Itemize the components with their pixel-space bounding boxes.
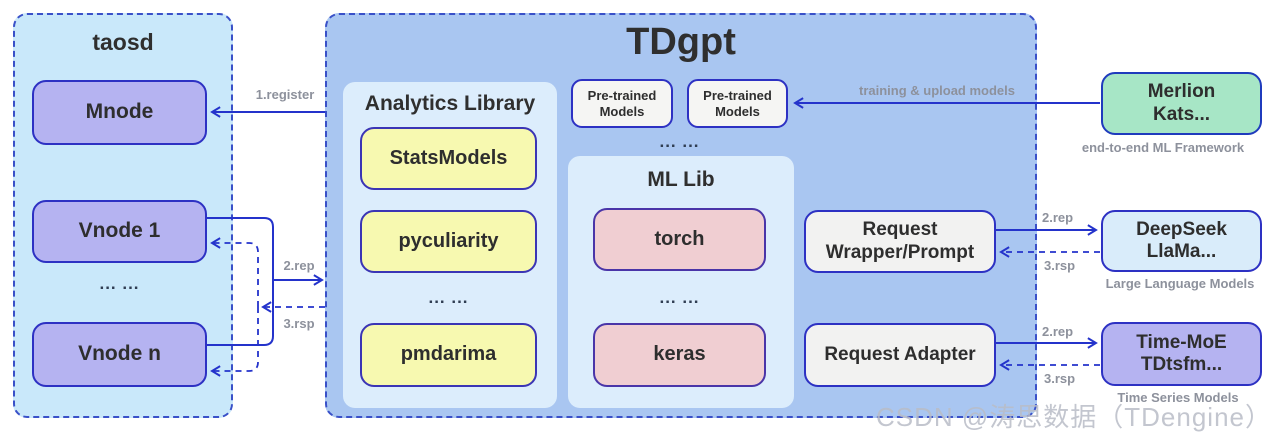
pretrained-1-line2: Models (599, 103, 645, 119)
ml-lib-title: ML Lib (647, 168, 715, 191)
rep-llm-label: 2.rep (1042, 210, 1074, 225)
merlion-kats-node: Merlion Kats... (1101, 72, 1262, 135)
statsmodels-label: StatsModels (389, 146, 508, 169)
pyculiarity-label: pyculiarity (398, 229, 499, 252)
pretrained-2-line2: Models (715, 103, 760, 119)
pyculiarity-node: pyculiarity (360, 210, 537, 273)
ts-models-caption: Time Series Models (1117, 390, 1239, 405)
request-adapter-node: Request Adapter (804, 323, 996, 387)
vnode-n-label: Vnode n (78, 342, 161, 366)
rep-left-label: 2.rep (283, 258, 315, 273)
mllib-ellipsis: ... ... (659, 288, 700, 307)
pmdarima-label: pmdarima (400, 343, 497, 366)
request-wrapper-line1: Request (862, 219, 938, 241)
rsp-llm-label: 3.rsp (1044, 258, 1076, 273)
statsmodels-node: StatsModels (360, 127, 537, 190)
vnode-1-label: Vnode 1 (78, 219, 161, 243)
llm-caption: Large Language Models (1105, 276, 1255, 291)
taosd-ellipsis: ... ... (99, 274, 140, 293)
register-label: 1.register (255, 87, 315, 102)
mnode-label: Mnode (85, 100, 154, 124)
request-wrapper-node: Request Wrapper/Prompt (804, 210, 996, 273)
deepseek-line1: DeepSeek (1136, 218, 1227, 240)
pretrained-2-line1: Pre-trained (703, 88, 772, 104)
taosd-title: taosd (92, 29, 154, 55)
keras-label: keras (653, 343, 706, 366)
merlion-line2: Kats... (1152, 103, 1211, 125)
pretrained-ellipsis: ... ... (659, 132, 700, 151)
timemoe-line1: Time-MoE (1136, 331, 1227, 353)
pmdarima-node: pmdarima (360, 323, 537, 387)
request-wrapper-line2: Wrapper/Prompt (825, 241, 975, 263)
pretrained-models-box-2: Pre-trained Models (687, 79, 788, 128)
rep-ts-label: 2.rep (1042, 324, 1074, 339)
pretrained-1-line1: Pre-trained (587, 88, 657, 104)
deepseek-llama-node: DeepSeek LlaMa... (1101, 210, 1262, 272)
pretrained-models-box-1: Pre-trained Models (571, 79, 673, 128)
analytics-library-title: Analytics Library (364, 92, 536, 115)
torch-label: torch (654, 227, 705, 250)
rsp-ts-label: 3.rsp (1044, 371, 1076, 386)
csdn-watermark: CSDN @涛思数据（TDengine） (875, 402, 1272, 432)
vnode-1-node: Vnode 1 (32, 200, 207, 263)
ml-framework-caption: end-to-end ML Framework (1081, 140, 1245, 155)
tdgpt-title: TDgpt (626, 21, 736, 63)
torch-node: torch (593, 208, 766, 271)
training-label: training & upload models (858, 83, 1015, 98)
time-moe-node: Time-MoE TDtsfm... (1101, 322, 1262, 386)
request-adapter-label: Request Adapter (824, 343, 976, 365)
vnode-n-node: Vnode n (32, 322, 207, 387)
merlion-line1: Merlion (1147, 81, 1216, 103)
rsp-left-label: 3.rsp (283, 316, 315, 331)
timemoe-line2: TDtsfm... (1140, 354, 1223, 375)
deepseek-line2: LlaMa... (1146, 241, 1217, 262)
keras-node: keras (593, 323, 766, 387)
mnode-node: Mnode (32, 80, 207, 145)
analytics-ellipsis: ... ... (428, 288, 469, 307)
